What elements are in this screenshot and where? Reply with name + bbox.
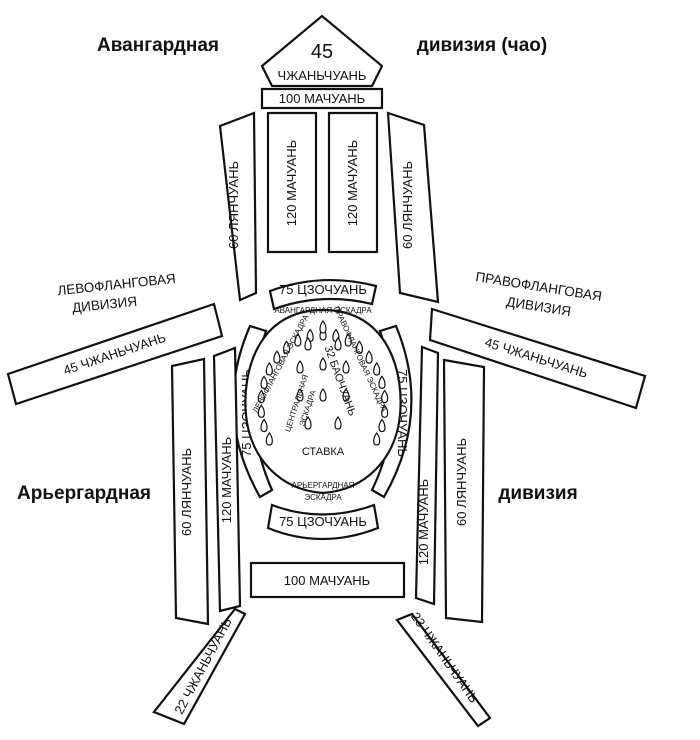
ship-marker	[260, 418, 268, 433]
heading-vanguard-right: дивизия (чао)	[417, 35, 547, 56]
ship-marker	[265, 432, 273, 446]
apex-block	[260, 14, 384, 88]
right-flank-bar-block	[428, 307, 647, 410]
rear-squadron-line1: АРЬЕРГАРДНАЯ	[292, 481, 355, 490]
rear-inner-right: 120 МАЧУАНЬ	[414, 345, 440, 606]
vanguard-column-right: 120 МАЧУАНЬ	[327, 111, 379, 254]
ship-marker	[260, 375, 268, 389]
rear-outer-right-label: 60 ЛЯНЧУАНЬ	[454, 438, 469, 526]
left-flank-title-line1: ЛЕВОФЛАНГОВАЯ	[57, 271, 177, 298]
rear-tail-left-block	[152, 607, 247, 726]
ship-marker	[378, 418, 386, 433]
rear-tail-right-block	[395, 612, 492, 728]
rear-inner-right-block	[414, 345, 440, 606]
ship-marker	[265, 362, 273, 376]
ship-marker	[304, 337, 312, 351]
ship-marker	[381, 404, 389, 418]
vanguard-wing-left-label: 60 ЛЯНЧУАНЬ	[226, 161, 241, 249]
ship-marker	[334, 416, 342, 430]
left-flank-title-line2: ДИВИЗИЯ	[71, 294, 137, 316]
rear-bar: 100 МАЧУАНЬ	[249, 561, 406, 599]
ship-marker	[344, 333, 352, 347]
rear-tail-left-label: 22 ЧЖАНЬЧУАНЬ	[171, 615, 234, 716]
ship-marker	[304, 416, 312, 430]
rear-outer-right-block	[442, 358, 486, 624]
rear-squadron-line2: ЭСКАДРА	[304, 493, 342, 502]
left-flank-bar-block	[6, 302, 224, 406]
bottom-arc	[266, 503, 380, 541]
ship-marker	[296, 360, 304, 374]
ship-marker	[296, 388, 304, 402]
vanguard-wing-left-block	[218, 111, 258, 302]
ship-marker	[381, 389, 389, 404]
top-arc	[268, 278, 378, 311]
heading-vanguard-left: Авангардная	[97, 35, 219, 56]
ship-marker	[365, 350, 373, 364]
vanguard-squadron-label: АВАНГАРДНАЯ ЭСКАДРА	[274, 306, 372, 315]
rear-outer-right: 60 ЛЯНЧУАНЬ	[442, 358, 486, 624]
rear-inner-left-block	[212, 346, 242, 613]
vanguard-bar-label: 100 МАЧУАНЬ	[279, 91, 365, 106]
ship-marker	[355, 340, 364, 354]
rear-inner-left-label: 120 МАЧУАНЬ	[219, 437, 234, 523]
ship-marker	[319, 320, 327, 334]
ship-marker	[373, 362, 381, 376]
vanguard-wing-right: 60 ЛЯНЧУАНЬ	[386, 111, 440, 304]
vanguard-column-right-label: 120 МАЧУАНЬ	[345, 140, 360, 226]
vanguard-column-left-label: 120 МАЧУАНЬ	[284, 140, 299, 226]
vanguard-wing-right-block	[386, 111, 440, 304]
rear-tail-left: 22 ЧЖАНЬЧУАНЬ	[152, 607, 247, 726]
bottom-arc-label: 75 ЦЗОЧУАНЬ	[279, 514, 367, 529]
ship-marker	[319, 388, 327, 402]
ship-marker	[273, 350, 281, 364]
rear-outer-left: 60 ЛЯНЧУАНЬ	[170, 357, 210, 626]
apex-count: 45	[311, 41, 333, 63]
heading-rear-right: дивизия	[498, 483, 577, 504]
rear-inner-right-label: 120 МАЧУАНЬ	[416, 479, 431, 565]
ship-marker	[373, 432, 381, 446]
ship-markers	[257, 320, 389, 446]
ship-marker	[282, 340, 291, 354]
ship-marker	[342, 360, 350, 374]
ship-marker	[319, 357, 327, 371]
vanguard-wing-right-label: 60 ЛЯНЧУАНЬ	[400, 161, 415, 249]
vanguard-apex: 45 ЧЖАНЬЧУАНЬ	[260, 14, 384, 88]
rear-tail-right: 23 ЧЖАНЬЧУАНЬ	[395, 609, 492, 728]
rear-outer-left-label: 60 ЛЯНЧУАНЬ	[179, 448, 194, 536]
ship-marker	[257, 389, 265, 404]
vanguard-bar: 100 МАЧУАНЬ	[260, 87, 384, 110]
rear-bar-block	[249, 561, 406, 599]
headquarters-label: СТАВКА	[302, 446, 345, 458]
vanguard-wing-left: 60 ЛЯНЧУАНЬ	[218, 111, 258, 302]
vanguard-column-left-block	[266, 111, 318, 254]
ship-marker	[294, 333, 302, 347]
ship-marker	[257, 404, 265, 418]
top-arc-label: 75 ЦЗОЧУАНЬ	[279, 282, 367, 297]
vanguard-bar-block	[260, 87, 384, 110]
vanguard-column-left: 120 МАЧУАНЬ	[266, 111, 318, 254]
rear-inner-left: 120 МАЧУАНЬ	[212, 346, 242, 613]
ship-marker	[378, 375, 386, 389]
ship-marker	[342, 388, 350, 402]
apex-unit: ЧЖАНЬЧУАНЬ	[278, 68, 367, 83]
heading-rear-left: Арьергардная	[17, 483, 151, 504]
ship-marker	[334, 337, 342, 351]
rear-tail-right-label: 23 ЧЖАНЬЧУАНЬ	[408, 609, 482, 705]
vanguard-column-right-block	[327, 111, 379, 254]
central-formation: 75 ЦЗОЧУАНЬ 75 ЦЗОЧУАНЬ 75 ЦЗОЧУАНЬ 75 Ц…	[232, 278, 413, 541]
rear-outer-left-block	[170, 357, 210, 626]
rear-bar-label: 100 МАЧУАНЬ	[284, 573, 370, 588]
